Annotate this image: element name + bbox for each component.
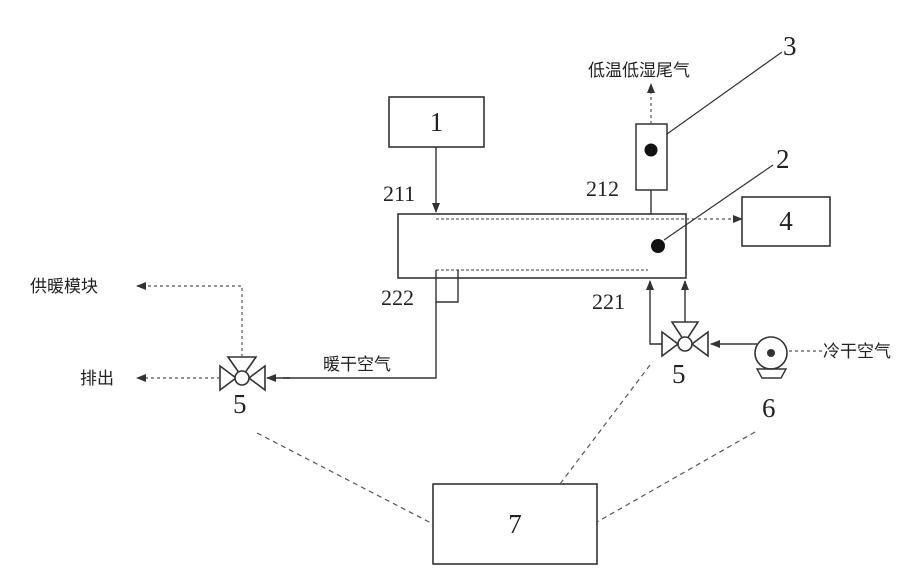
- label-discharge: 排出: [80, 369, 114, 389]
- signal-line-left-valve: [257, 433, 433, 524]
- valve-5-left: [220, 357, 265, 390]
- signal-line-right-valve: [560, 365, 650, 484]
- label-warm-dry-air: 暖干空气: [323, 355, 391, 375]
- port-222: 222: [381, 285, 414, 310]
- label-cold-dry-air: 冷干空气: [823, 342, 891, 362]
- callout-5-left: 5: [233, 389, 247, 419]
- label-low-temp-exhaust: 低温低湿尾气: [588, 61, 690, 81]
- separator-3: [636, 124, 667, 190]
- callout-5-right: 5: [672, 359, 686, 389]
- port-221: 221: [592, 289, 625, 314]
- line-valve-to-221: [650, 281, 662, 344]
- vessel-marker-dot: [651, 239, 665, 253]
- pump-6: [755, 337, 787, 378]
- line-to-heating-module: [137, 286, 242, 357]
- box-7-label: 7: [508, 509, 522, 539]
- separator-dot: [645, 144, 658, 157]
- callout-2: 2: [776, 144, 790, 174]
- main-vessel: [398, 214, 686, 302]
- callout-line-2: [664, 165, 773, 240]
- box-4-label: 4: [779, 206, 793, 236]
- callout-6: 6: [762, 393, 776, 423]
- signal-line-pump: [597, 432, 755, 522]
- box-1: 1: [389, 97, 484, 147]
- port-211: 211: [383, 181, 415, 206]
- valve-5-right: [662, 322, 708, 356]
- port-212: 212: [586, 176, 619, 201]
- box-4: 4: [742, 197, 830, 246]
- box-1-label: 1: [430, 107, 444, 137]
- callout-3: 3: [783, 31, 797, 61]
- label-heating-module: 供暖模块: [30, 277, 98, 297]
- box-7: 7: [433, 484, 597, 564]
